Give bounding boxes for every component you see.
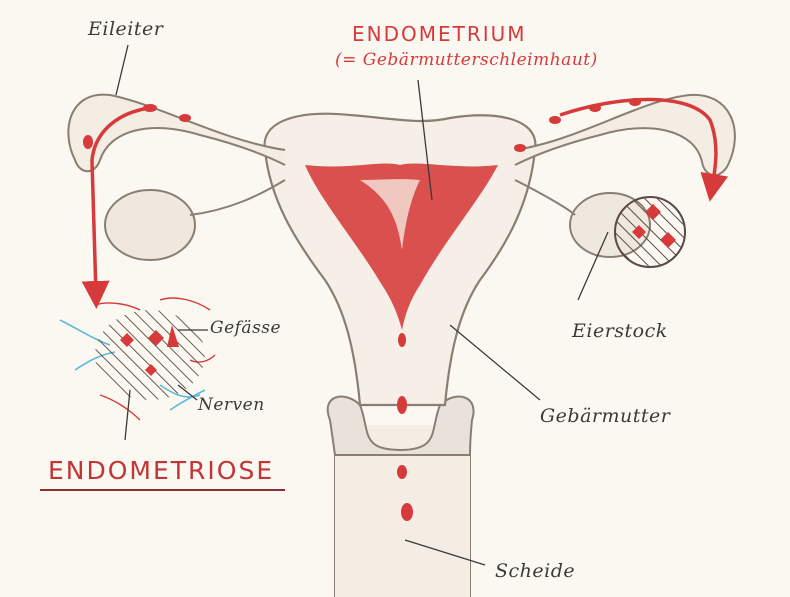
left-ovary (105, 190, 195, 260)
eierstock-label: Eierstock (572, 320, 668, 342)
scheide-label: Scheide (495, 560, 575, 582)
nerven-label: Nerven (198, 395, 265, 415)
gefaesse-label: Gefässe (210, 318, 281, 338)
gebaermutter-pointer (450, 325, 540, 400)
endometriose-pointer (125, 390, 130, 440)
endometrium-subtitle: (= Gebärmutterschleimhaut) (335, 50, 598, 70)
endometriosis-patch (95, 310, 205, 400)
endometrium-title: ENDOMETRIUM (352, 22, 527, 46)
eileiter-label: Eileiter (88, 18, 163, 40)
endometriose-label: ENDOMETRIOSE (48, 456, 274, 485)
right-tube (515, 95, 735, 175)
left-ovary-ligament (190, 180, 285, 215)
eileiter-pointer (116, 45, 128, 95)
gebaermutter-label: Gebärmutter (540, 405, 670, 427)
endometriosis-focus (60, 298, 215, 420)
